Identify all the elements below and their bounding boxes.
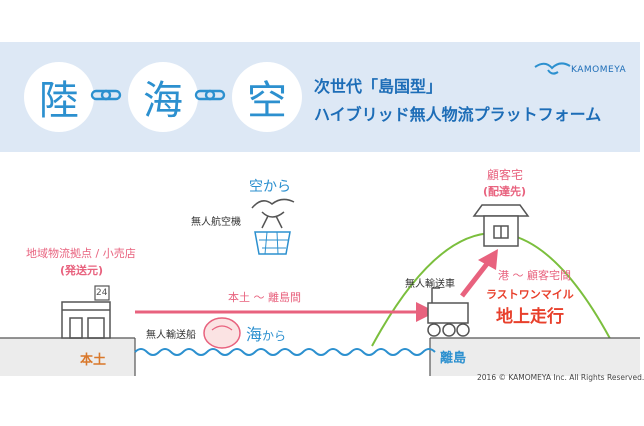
sky-kanji: 空 [232, 62, 302, 132]
chain-link-icon-2 [194, 89, 226, 101]
dest-sub: (配達先) [483, 185, 527, 198]
ship-label: 無人輸送船 [146, 330, 196, 341]
drone-label: 無人航空機 [191, 217, 241, 228]
house-icon [472, 204, 530, 247]
store-icon [61, 301, 111, 339]
route-arrowhead [416, 302, 436, 322]
basket-icon [254, 231, 291, 255]
origin-title: 地域物流拠点 / 小売店 [26, 247, 136, 260]
ground-label: 地上走行 [496, 307, 564, 327]
mainland-label: 本土 [80, 353, 107, 368]
island-label: 離島 [440, 351, 467, 366]
dest-title: 顧客宅 [487, 168, 524, 182]
sea-kanji: 海 [128, 62, 198, 132]
copyright: 2016 © KAMOMEYA Inc. All Rights Reserved… [477, 373, 644, 382]
store-number: 24 [96, 288, 108, 298]
seagull-logo-icon [534, 62, 571, 75]
mainland-ground [0, 338, 135, 376]
ship-icon [203, 317, 241, 349]
sky-label: 空から [249, 179, 291, 195]
chain-link-icon-1 [90, 89, 122, 101]
vehicle-icon [427, 287, 470, 337]
sea-label: 海 [246, 325, 263, 344]
vehicle-label: 無人輸送車 [405, 279, 455, 290]
origin-sub: (発送元) [60, 264, 104, 277]
sea-label-suffix: から [262, 329, 287, 343]
land-kanji: 陸 [24, 62, 94, 132]
lastmile-arrow [460, 258, 492, 298]
header-links [90, 62, 571, 101]
tagline-line2: ハイブリッド無人物流プラットフォーム [314, 105, 602, 124]
lastmile-arrowhead [478, 249, 498, 270]
tagline-line1: 次世代「島国型」 [314, 77, 443, 96]
sea-label-group: 海から [246, 321, 286, 345]
lastmile-label: ラストワンマイル [486, 288, 574, 301]
drone-seagull-icon [251, 198, 295, 229]
header-band [0, 42, 640, 152]
sea-waves [134, 348, 436, 356]
lastmile-route: 港 〜 顧客宅間 [498, 269, 571, 282]
store-sign [94, 285, 110, 301]
island-ground [430, 338, 640, 376]
route-label: 本土 〜 離島間 [228, 291, 301, 304]
brand-name: KAMOMEYA [571, 65, 627, 75]
